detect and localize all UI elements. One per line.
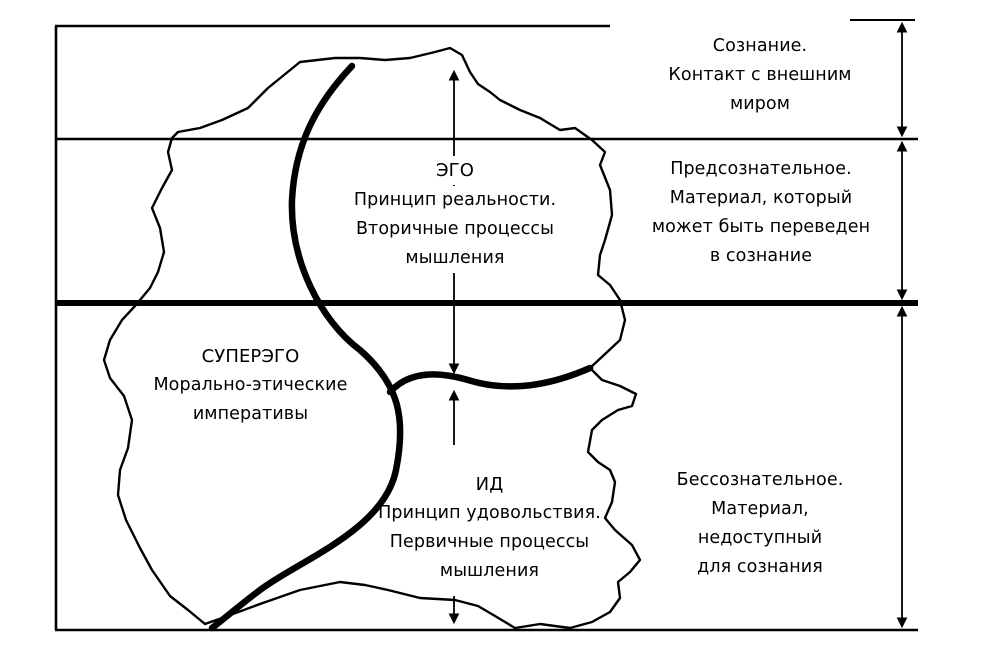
psyche-outline xyxy=(102,46,642,630)
conscious-line-1: Сознание. xyxy=(712,36,808,56)
preconscious-line-2: Материал, который xyxy=(669,188,853,208)
conscious-line-3: миром xyxy=(729,94,791,114)
conscious-line-2: Контакт с внешним xyxy=(668,65,852,85)
preconscious-label: Предсознательное. Материал, который може… xyxy=(630,155,892,271)
superego-label: СУПЕРЭГО Морально-этические императивы xyxy=(118,342,383,429)
unconscious-line-3: недоступный xyxy=(697,528,823,548)
unconscious-line-1: Бессознательное. xyxy=(676,470,844,490)
preconscious-line-4: в сознание xyxy=(709,246,813,266)
preconscious-line-3: может быть переведен xyxy=(651,217,871,237)
superego-line-1: Морально-этические xyxy=(153,375,348,395)
conscious-label: Сознание. Контакт с внешним миром xyxy=(640,32,880,119)
id-line-2: Первичные процессы xyxy=(389,532,590,552)
superego-boundary-curve xyxy=(208,62,404,632)
id-line-1: Принцип удовольствия. xyxy=(378,503,601,523)
id-line-3: мышления xyxy=(439,561,540,581)
unconscious-label: Бессознательное. Материал, недоступный д… xyxy=(640,466,880,582)
id-label: ИД Принцип удовольствия. Первичные проце… xyxy=(352,470,627,586)
unconscious-line-4: для сознания xyxy=(697,557,823,577)
unconscious-line-2: Материал, xyxy=(711,499,809,519)
ego-line-1: Принцип реальности. xyxy=(325,186,585,215)
ego-label: ЭГО Принцип реальности. Вторичные процес… xyxy=(325,156,585,273)
ego-id-boundary-curve xyxy=(386,364,594,396)
superego-title: СУПЕРЭГО xyxy=(201,346,300,367)
ego-line-3: мышления xyxy=(399,244,511,273)
superego-line-2: императивы xyxy=(192,404,309,424)
ego-title: ЭГО xyxy=(431,156,478,185)
ego-line-2: Вторичные процессы xyxy=(325,215,585,244)
preconscious-line-1: Предсознательное. xyxy=(670,159,852,179)
id-title: ИД xyxy=(475,474,504,495)
